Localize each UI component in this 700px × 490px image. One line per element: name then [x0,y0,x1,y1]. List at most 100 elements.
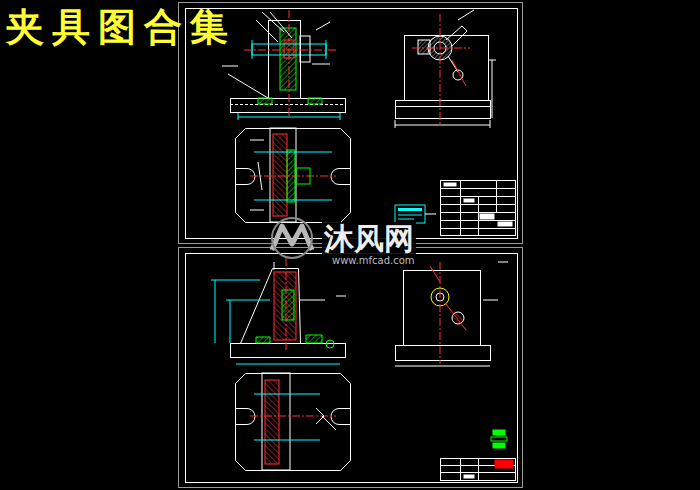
side-view [395,262,508,366]
front-view [222,10,346,120]
title-block-part [480,214,494,219]
front-view-part [300,36,310,62]
front-view-part [270,12,292,38]
watermark-url: www.mfcad.com [330,255,417,266]
front-view-part [280,28,296,90]
front-view-part [312,64,330,65]
top-view-part [296,168,310,184]
front-view [211,258,346,364]
sheet-frame [179,3,523,488]
front-view-part [256,20,278,42]
front-view-part [215,280,216,343]
note-block-part [398,208,422,211]
watermark-logo-part [272,226,312,250]
title-block-part [464,199,474,202]
title-block-part [478,196,479,235]
front-view-part [244,50,338,51]
front-view-part [274,272,296,340]
title-block-part [478,458,479,480]
top-view-part [236,374,351,471]
front-view-part [231,344,346,358]
side-view-part [396,101,491,119]
top-view-part [273,134,287,216]
top-view-part [258,162,262,190]
front-view-part [316,22,330,30]
top-view-part [250,140,264,141]
note-block-part [395,205,425,223]
front-view-part [231,99,346,113]
top-view-part [250,176,336,177]
side-view-part [446,26,467,46]
watermark-logo [272,218,312,258]
side-view-part [440,262,441,364]
title-block-part [440,472,515,473]
front-view-part [326,340,334,348]
side-view-part [440,14,441,124]
title-block-part [440,196,515,197]
side-view-part [483,300,498,301]
front-view-part [236,364,340,365]
top-view-part [254,200,332,201]
note-block-part [398,219,414,220]
top-view-part [316,408,324,424]
title-block-part [440,228,515,229]
watermark-logo-part [272,218,312,258]
note-block [395,205,436,223]
side-view-part [405,36,489,101]
front-view-part [269,21,301,99]
sheet-frame-part [186,254,518,483]
surface-symbol-part [491,437,507,441]
side-view-part [395,106,490,107]
front-view-part [230,104,345,105]
watermark-text: 沐风网 [322,222,416,255]
side-view-part [412,48,470,49]
title-block-part [440,212,515,213]
title-block [440,180,516,236]
front-view-part [211,280,260,281]
top-view-part [254,152,332,153]
side-view-part [446,304,466,330]
front-view-part [308,98,322,104]
front-view-part [238,113,239,120]
surface-symbol-part [493,430,505,435]
sheet-frame-part [179,248,523,488]
front-view-part [286,258,287,352]
title-block-part [498,222,512,226]
title-block-part [495,460,513,468]
front-view-part [282,290,294,320]
top-view-part [270,128,296,222]
front-view-part [300,300,325,301]
sheet-title: 夹具图合集 [6,6,236,48]
top-view-part [265,380,279,464]
side-view-part [488,60,496,61]
side-view-part [396,346,491,361]
surface-symbol [491,430,507,448]
front-view-part [258,98,272,104]
title-block-part [440,188,515,189]
front-view-part [226,300,270,301]
side-view [395,10,496,128]
side-view-part [395,366,490,367]
front-view-part [222,66,238,67]
side-view-part [404,271,481,346]
top-view-part [254,394,320,395]
side-view-part [498,262,508,263]
top-view [236,373,351,471]
side-view-part [452,60,466,86]
surface-symbol-part [493,443,505,448]
side-view-part [490,120,491,128]
front-view-part [228,74,268,98]
front-view-part [306,335,322,343]
note-block-part [425,214,436,215]
side-view-part [430,266,440,282]
front-view-part [289,10,290,118]
title-block-part [440,204,515,205]
top-view-part [250,210,264,211]
title-block-part [464,475,474,478]
top-view-part [331,409,351,425]
title-block-part [444,183,456,186]
title-block [440,458,516,481]
title-block-part [460,180,461,235]
title-block-part [441,459,516,481]
